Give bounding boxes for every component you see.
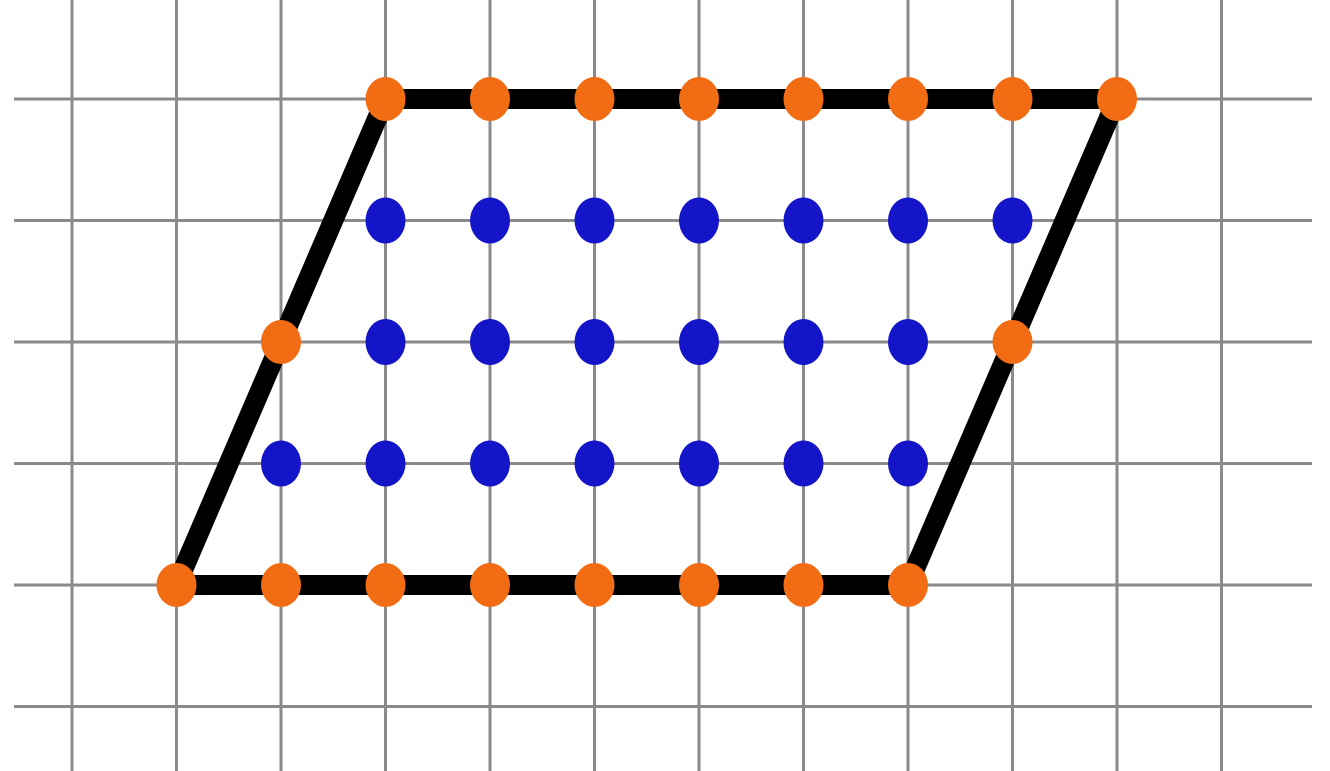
interior-point [992, 197, 1033, 244]
boundary-point [783, 77, 824, 121]
boundary-point [679, 563, 719, 607]
interior-point [365, 440, 406, 487]
boundary-point [783, 563, 824, 607]
boundary-point [679, 77, 719, 121]
interior-point [783, 319, 824, 365]
boundary-point [470, 77, 510, 121]
boundary-point [574, 77, 615, 121]
interior-point [888, 440, 928, 487]
interior-point [365, 319, 406, 365]
boundary-point [470, 563, 510, 607]
interior-point [574, 319, 615, 365]
boundary-points [156, 77, 1137, 607]
interior-point [574, 197, 615, 244]
boundary-point [888, 77, 928, 121]
interior-point [574, 440, 615, 487]
boundary-point [992, 320, 1033, 364]
boundary-point [1097, 77, 1137, 121]
interior-point [679, 197, 719, 244]
boundary-point [992, 77, 1033, 121]
interior-point [783, 440, 824, 487]
boundary-point [574, 563, 615, 607]
boundary-point [261, 320, 301, 364]
boundary-point [261, 563, 301, 607]
interior-point [783, 197, 824, 244]
interior-point [679, 319, 719, 365]
boundary-point [156, 563, 197, 607]
boundary-point [365, 563, 406, 607]
interior-point [470, 319, 510, 365]
interior-point [261, 440, 301, 487]
interior-point [470, 440, 510, 487]
interior-point [888, 319, 928, 365]
interior-point [470, 197, 510, 244]
boundary-point [365, 77, 406, 121]
boundary-point [888, 563, 928, 607]
interior-point [679, 440, 719, 487]
interior-point [365, 197, 406, 244]
interior-point [888, 197, 928, 244]
interior-points [261, 197, 1033, 487]
